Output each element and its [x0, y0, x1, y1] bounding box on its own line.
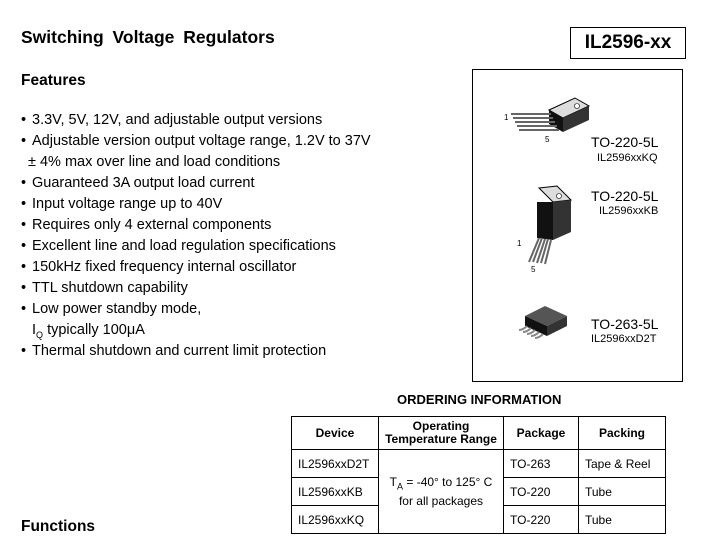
feature-item-continuation: IQ typically 100μA	[32, 322, 145, 340]
packing-cell: Tube	[578, 505, 666, 534]
feature-item: •Excellent line and load regulation spec…	[21, 238, 336, 254]
feature-item-continuation: ± 4% max over line and load conditions	[28, 154, 281, 170]
feature-item: •Input voltage range up to 40V	[21, 196, 223, 212]
package-order-code: IL2596xxD2T	[591, 333, 657, 345]
package-cell: TO-263	[503, 449, 579, 478]
device-cell: IL2596xxKQ	[291, 505, 379, 534]
device-cell: IL2596xxKB	[291, 477, 379, 506]
features-heading: Features	[21, 72, 86, 89]
ordering-information-heading: ORDERING INFORMATION	[397, 392, 562, 407]
package-cell: TO-220	[503, 477, 579, 506]
feature-item: •Adjustable version output voltage range…	[21, 133, 371, 149]
package-order-code: IL2596xxKB	[599, 205, 659, 217]
feature-item: •3.3V, 5V, 12V, and adjustable output ve…	[21, 112, 323, 128]
package-name: TO-220-5L	[591, 134, 659, 150]
feature-item: •Thermal shutdown and current limit prot…	[21, 343, 327, 359]
package-drawings-box: 1 5 TO-220-5L IL2596xxKQ 1 5 TO-220-5L I…	[472, 69, 683, 382]
feature-item: •TTL shutdown capability	[21, 280, 188, 296]
to263-package-drawing	[518, 306, 567, 339]
packing-cell: Tape & Reel	[578, 449, 666, 478]
feature-item: •Guaranteed 3A output load current	[21, 175, 255, 191]
package-name: TO-220-5L	[591, 188, 659, 204]
device-cell: IL2596xxD2T	[291, 449, 379, 478]
to220-vertical-package-drawing: 1 5	[517, 185, 573, 272]
features-list: •3.3V, 5V, 12V, and adjustable output ve…	[21, 110, 371, 362]
column-header-package: Package	[503, 416, 579, 450]
package-name: TO-263-5L	[591, 316, 659, 332]
package-cell: TO-220	[503, 505, 579, 534]
table-row: IL2596xxKB TO-220 Tube	[291, 477, 666, 506]
functions-heading: Functions	[21, 518, 96, 535]
page-title: Switching Voltage Regulators	[21, 27, 275, 47]
pin-5-label: 5	[545, 135, 550, 142]
column-header-packing: Packing	[578, 416, 666, 450]
feature-item: •Requires only 4 external components	[21, 217, 272, 233]
feature-item: •150kHz fixed frequency internal oscilla…	[21, 259, 297, 275]
package-order-code: IL2596xxKQ	[597, 152, 658, 164]
feature-item: •Low power standby mode,	[21, 301, 202, 317]
part-number-box: IL2596-xx	[570, 27, 686, 59]
to220-horizontal-package-drawing: 1 5	[504, 97, 591, 142]
column-header-device: Device	[291, 416, 379, 450]
table-row: IL2596xxKQ TO-220 Tube	[291, 505, 666, 534]
packing-cell: Tube	[578, 477, 666, 506]
pin-1-label: 1	[504, 113, 509, 122]
pin-5-label: 5	[531, 265, 536, 272]
pin-1-label: 1	[517, 239, 522, 248]
